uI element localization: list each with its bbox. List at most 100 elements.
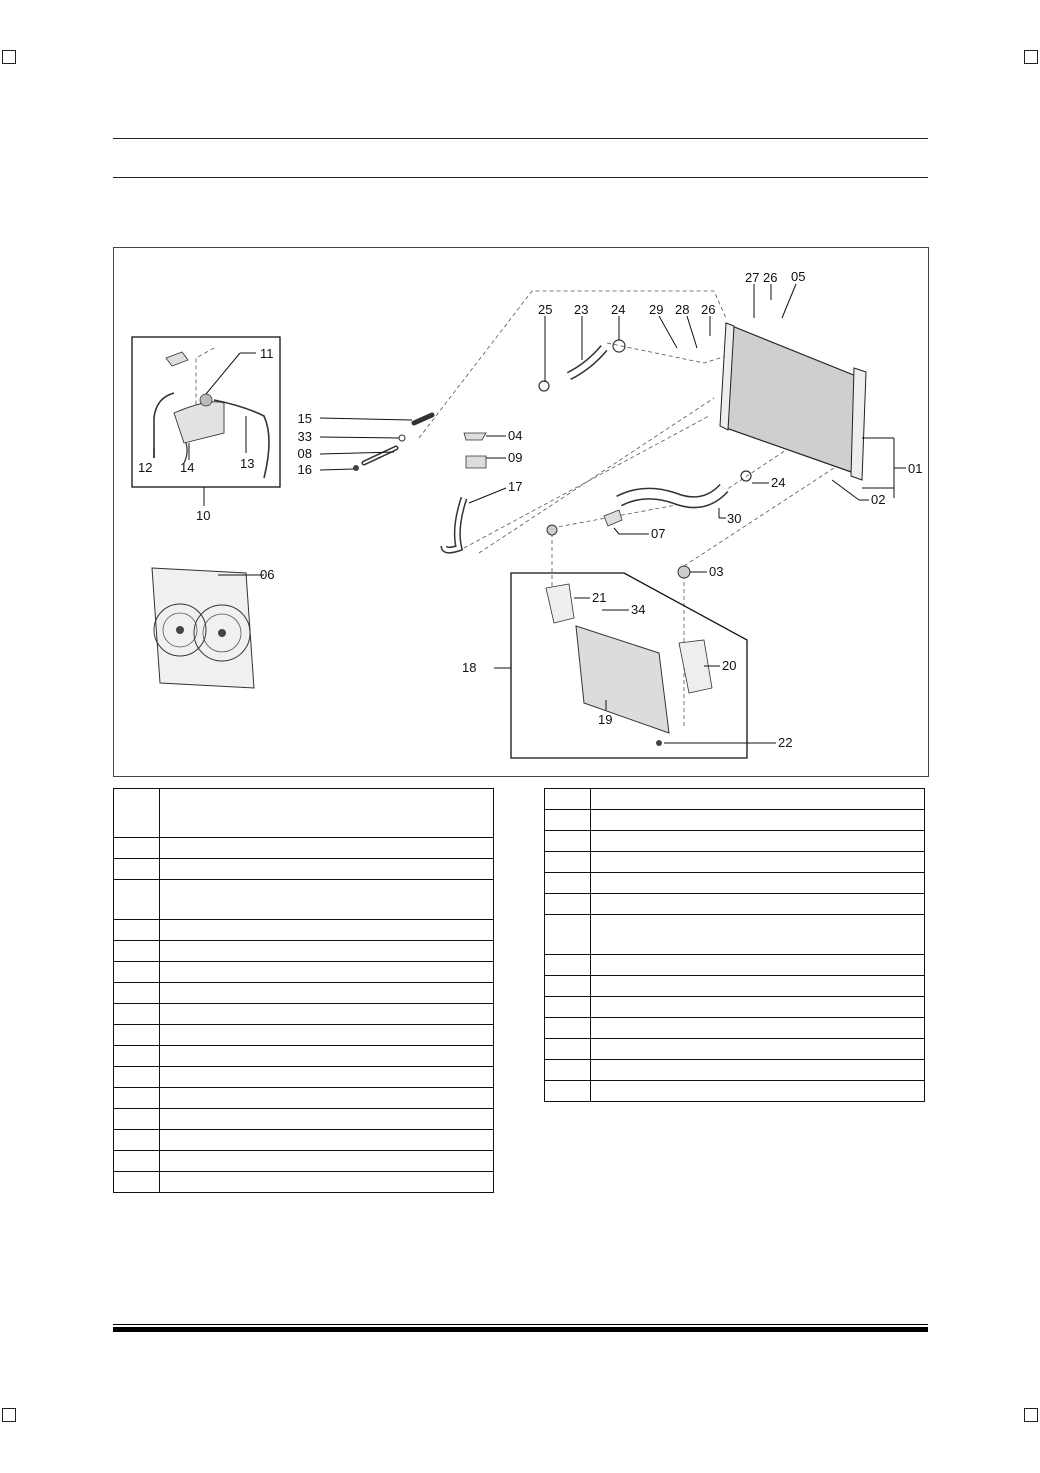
part-number-cell [544,975,591,997]
part-number-cell [113,1087,160,1109]
parts-row [113,1045,494,1067]
callout-25: 25 [538,302,552,317]
callout-07: 07 [651,526,665,541]
parts-row [544,996,925,1018]
parts-row [113,1108,494,1130]
callout-08: 08 [298,446,312,461]
part-number-cell [113,1003,160,1025]
parts-row [544,872,925,894]
intercooler-inset [494,572,776,759]
part-description-cell [590,996,925,1018]
callout-30: 30 [727,511,741,526]
parts-row [544,893,925,915]
callout-09: 09 [508,450,522,465]
callout-26-mid: 26 [701,302,715,317]
part-description-cell [590,954,925,976]
part-number-cell [113,1066,160,1088]
part-number-cell [544,1017,591,1039]
callout-33: 33 [298,429,312,444]
parts-row [113,1066,494,1088]
part-description-cell [159,940,494,962]
parts-row [544,1080,925,1102]
parts-row [113,1150,494,1172]
part-description-cell [590,1080,925,1102]
part-number-cell [544,809,591,831]
part-number-cell [113,837,160,859]
parts-table-left-body [113,788,494,1193]
part-description-cell [590,1038,925,1060]
part-description-cell [590,975,925,997]
part-number-cell [544,788,591,810]
part-description-cell [590,809,925,831]
parts-table-right [544,788,925,1102]
part-description-cell [159,1171,494,1193]
part-description-cell [590,914,925,955]
exploded-parts-diagram: 11 12 14 13 10 06 15 33 08 16 04 09 17 2… [113,247,929,777]
callout-24-bottom: 24 [771,475,785,490]
crop-mark-top-left [2,50,16,64]
callout-03: 03 [709,564,723,579]
parts-row [113,1003,494,1025]
callout-34: 34 [631,602,645,617]
callout-01: 01 [908,461,922,476]
part-number-cell [113,1024,160,1046]
parts-row [544,1038,925,1060]
part-description-cell [590,851,925,873]
callout-16: 16 [298,462,312,477]
callout-14: 14 [180,460,194,475]
parts-row [544,809,925,831]
part-description-cell [590,830,925,852]
part-description-cell [159,1087,494,1109]
part-number-cell [544,893,591,915]
lower-radiator-hose [546,470,769,579]
callout-04: 04 [508,428,522,443]
part-number-cell [113,1045,160,1067]
part-number-cell [544,1038,591,1060]
parts-row [113,1129,494,1151]
part-number-cell [544,851,591,873]
part-description-cell [159,879,494,920]
part-description-cell [159,1045,494,1067]
part-description-cell [159,1150,494,1172]
part-description-cell [590,872,925,894]
parts-row [113,1171,494,1193]
parts-row [544,914,925,955]
callout-19: 19 [598,712,612,727]
footer-rule-thick [113,1327,928,1332]
callout-06: 06 [260,567,274,582]
parts-row [113,1087,494,1109]
header-rule-bottom [113,177,928,178]
callout-13: 13 [240,456,254,471]
callout-05: 05 [791,269,805,284]
crop-mark-top-right [1024,50,1038,64]
part-number-cell [113,919,160,941]
part-description-cell [159,837,494,859]
part-description-cell [590,893,925,915]
callout-11: 11 [260,346,274,361]
parts-row [113,982,494,1004]
parts-row [113,1024,494,1046]
callout-12: 12 [138,460,152,475]
part-description-cell [159,919,494,941]
part-number-cell [113,858,160,880]
parts-row [113,858,494,880]
crop-mark-bottom-right [1024,1408,1038,1422]
expansion-tank-inset [131,336,281,506]
callout-15: 15 [298,411,312,426]
parts-row [113,837,494,859]
parts-row [544,830,925,852]
parts-row [544,954,925,976]
part-description-cell [159,1024,494,1046]
parts-table-left [113,788,494,1193]
parts-row [544,1017,925,1039]
part-number-cell [113,879,160,920]
part-description-cell [159,1003,494,1025]
radiator [719,322,906,501]
parts-row [544,975,925,997]
upper-radiator-hose [538,283,797,392]
part-number-cell [544,954,591,976]
part-description-cell [159,982,494,1004]
callout-17: 17 [508,479,522,494]
header-rule-top [113,138,928,139]
part-number-cell [544,996,591,1018]
